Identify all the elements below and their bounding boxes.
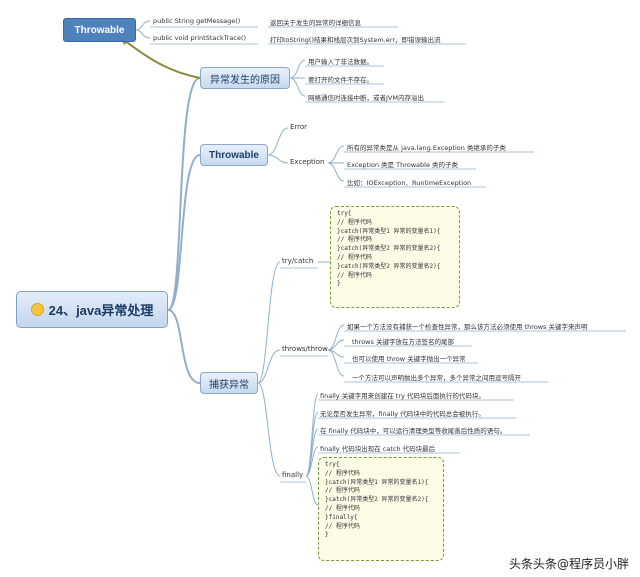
code-line: try{	[337, 210, 352, 217]
code-line: }catch(异常类型2 异常的变量名2){	[325, 496, 429, 504]
watermark: 头条头条@程序员小胖	[505, 554, 632, 573]
throwable-top-node[interactable]: Throwable	[63, 18, 136, 42]
code-line: // 程序代码	[337, 253, 372, 261]
code-line: // 程序代码	[337, 236, 372, 244]
code-line: // 程序代码	[325, 487, 360, 495]
code-line: // 程序代码	[325, 504, 360, 512]
root-label: 24、java异常处理	[48, 303, 154, 318]
finally-item: finally 关键字用来创建在 try 代码块后面执行的代码块。	[320, 392, 485, 400]
throws-item: 如果一个方法没有捕获一个检查性异常，那么该方法必须使用 throws 关键字来声…	[347, 323, 588, 331]
finally-item: 在 finally 代码块中，可以运行清理类型等收尾善后性质的语句。	[320, 427, 507, 435]
method-getmessage-desc: 返回关于发生的异常的详细信息	[270, 19, 361, 27]
exception-item: 比如：IOException、RuntimeException	[347, 179, 472, 187]
throwable-mid-label: Throwable	[208, 149, 259, 161]
trycatch-code-block: try{ // 程序代码 }catch(异常类型1 异常的变量名1){ // 程…	[330, 206, 460, 308]
causes-node[interactable]: 异常发生的原因	[200, 67, 290, 89]
throws-item: 一个方法可以声明抛出多个异常，多个异常之间用逗号隔开	[352, 374, 521, 382]
exception-item: Exception 类是 Throwable 类的子类	[347, 161, 459, 169]
error-label: Error	[290, 123, 308, 131]
code-line: }	[337, 280, 341, 288]
cause-item: 要打开的文件不存在。	[308, 76, 373, 84]
catching-node[interactable]: 捕获异常	[200, 372, 258, 394]
catching-label: 捕获异常	[209, 379, 249, 391]
exception-item: 所有的异常类是从 java.lang.Exception 类继承的子类	[347, 144, 506, 152]
code-line: // 程序代码	[325, 469, 360, 477]
throwable-top-label: Throwable	[74, 24, 125, 36]
method-printstacktrace: public void printStackTrace()	[153, 34, 247, 42]
code-line: // 程序代码	[337, 271, 372, 279]
code-line: try{	[325, 461, 340, 468]
finally-item: 无论是否发生异常，finally 代码块中的代码总会被执行。	[320, 410, 485, 418]
finally-label: finally	[282, 471, 304, 479]
cause-item: 用户输入了非法数据。	[308, 58, 373, 66]
code-line: // 程序代码	[337, 218, 372, 226]
root-node[interactable]: 24、java异常处理	[16, 291, 168, 328]
throws-item: 也可以使用 throw 关键字抛出一个异常	[352, 355, 466, 363]
method-printstacktrace-desc: 打印toString()结果和栈层次到System.err，即错误输出流	[270, 36, 441, 44]
method-getmessage: public String getMessage()	[153, 17, 241, 25]
finally-item: finally 代码块出现在 catch 代码块最后	[320, 445, 436, 453]
code-line: }finally{	[325, 513, 358, 521]
smiley-icon	[30, 303, 44, 316]
code-line: }catch(异常类型1 异常的变量名1){	[325, 478, 429, 486]
code-line: }catch(异常类型2 异常的变量名2){	[337, 245, 441, 253]
finally-code-block: try{ // 程序代码 }catch(异常类型1 异常的变量名1){ // 程…	[318, 457, 444, 561]
causes-label: 异常发生的原因	[210, 74, 280, 86]
code-line: }catch(异常类型2 异常的变量名2){	[337, 262, 441, 270]
throwable-mid-node[interactable]: Throwable	[200, 144, 268, 166]
code-line: // 程序代码	[325, 522, 360, 530]
trycatch-label: try/catch	[282, 257, 314, 265]
code-line: }	[325, 531, 329, 539]
code-line: }catch(异常类型1 异常的变量名1){	[337, 227, 441, 235]
throws-label: throws/throw	[282, 345, 328, 353]
throws-item: throws 关键字放在方法签名的尾部	[352, 338, 454, 346]
cause-item: 网络通信时连接中断，或者JVM内存溢出	[308, 94, 424, 102]
exception-label: Exception	[290, 158, 325, 166]
